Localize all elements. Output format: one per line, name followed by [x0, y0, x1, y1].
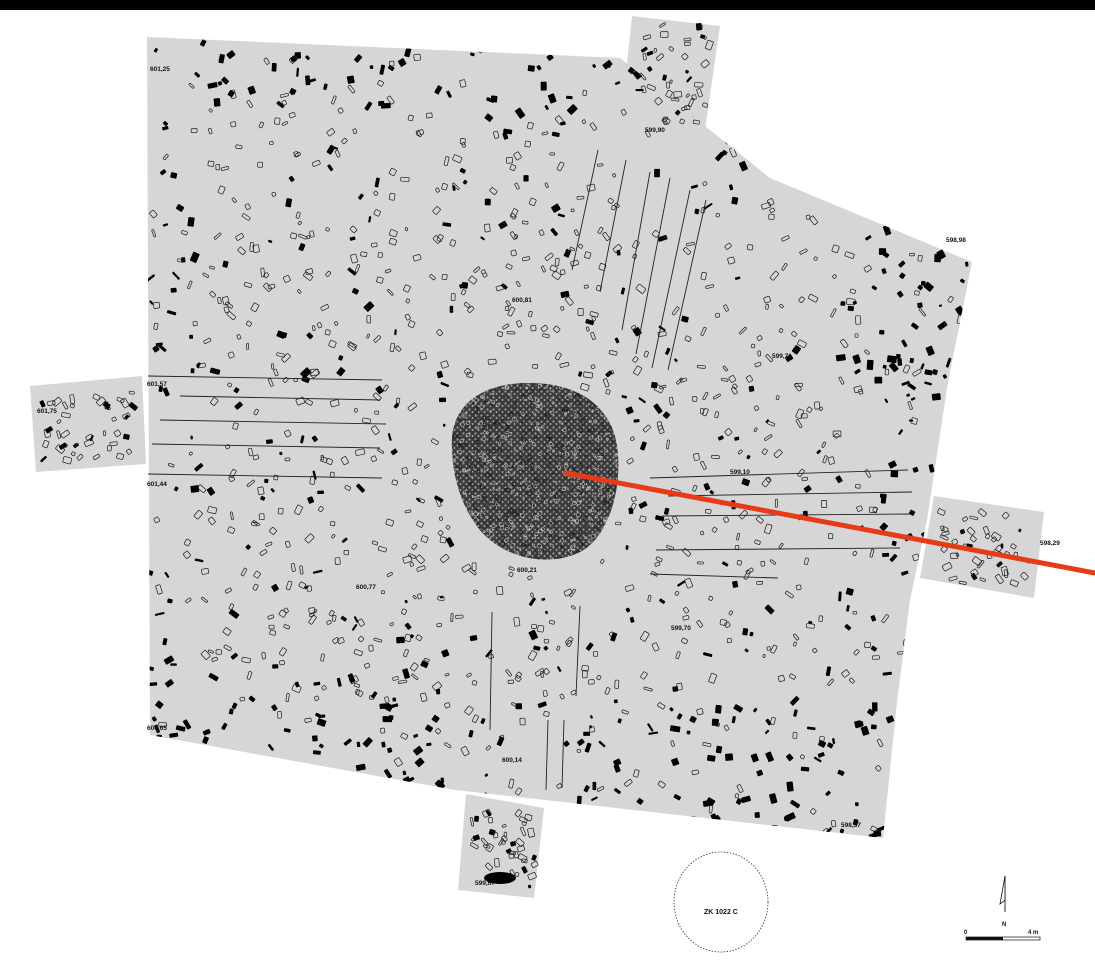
- pointer-line: [563, 470, 1095, 576]
- elevation-label: 601,75: [37, 408, 57, 415]
- elevation-label: 599,90: [645, 127, 665, 134]
- feature-label: ZK 1022 C: [704, 909, 738, 916]
- elevation-label: 598,98: [946, 237, 966, 244]
- elevation-label: 599,70: [671, 625, 691, 632]
- elevation-label: 600,21: [517, 567, 537, 574]
- east-extension-trench: [920, 496, 1044, 598]
- south-extension-trench: [458, 794, 544, 898]
- elevation-label: 598,37: [841, 822, 861, 829]
- elevation-label: 599,10: [730, 469, 750, 476]
- feature-zk-1022c: ZK 1022 C: [673, 851, 769, 953]
- elevation-label: 601,25: [150, 66, 170, 73]
- west-extension-trench: [30, 376, 146, 472]
- elevation-label: 601,44: [147, 481, 167, 488]
- north-extension-trench: [620, 16, 720, 137]
- north-arrow-icon: N: [999, 875, 1006, 928]
- elevation-label: 600,81: [512, 297, 532, 304]
- elevation-label: 598,29: [1040, 540, 1060, 547]
- central-mound: [451, 382, 619, 560]
- elevation-labels: 601,25 599,90 598,98 600,81 599,71 601,5…: [37, 66, 1060, 887]
- elevation-label: 600,14: [502, 757, 522, 764]
- north-label: N: [1002, 922, 1006, 928]
- scale-start-label: 0: [964, 930, 968, 936]
- elevation-label: 599,71: [772, 353, 792, 360]
- elevation-label: 599,67: [475, 880, 495, 887]
- elevation-label: 600,77: [356, 584, 376, 591]
- top-bar: [0, 0, 1095, 10]
- scale-bar: 0 4 m: [964, 930, 1041, 941]
- scale-end-label: 4 m: [1028, 930, 1038, 936]
- elevation-label: 600,65: [147, 725, 167, 732]
- elevation-label: 601,57: [147, 381, 167, 388]
